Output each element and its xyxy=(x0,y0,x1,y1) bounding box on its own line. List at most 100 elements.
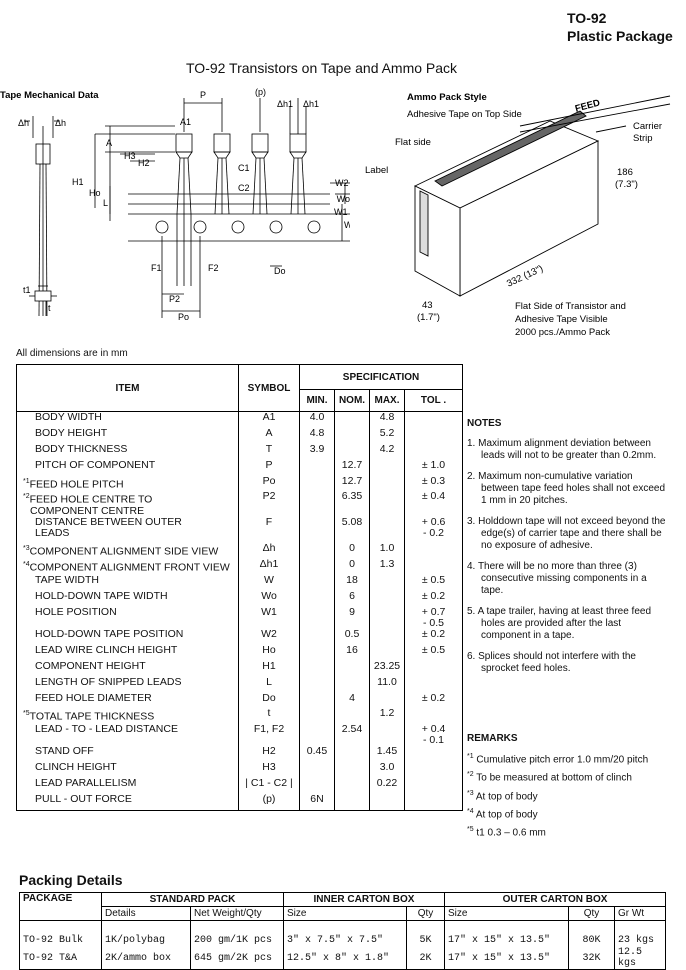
item-symbol: Δh xyxy=(238,543,300,560)
col-gross-weight: Gr Wt xyxy=(613,906,667,921)
col-min: MIN. xyxy=(299,389,335,412)
item-max xyxy=(369,629,405,645)
item-max: 1.3 xyxy=(369,559,405,576)
label-H1: H1 xyxy=(72,177,84,187)
item-name: LENGTH OF SNIPPED LEADS xyxy=(35,675,182,688)
item-nom xyxy=(334,708,370,725)
dim-186-in: (7.3") xyxy=(615,179,638,190)
item-tol: ± 0.2 xyxy=(421,590,446,603)
item-max xyxy=(369,517,405,544)
remark-text: Cumulative pitch error 1.0 mm/20 pitch xyxy=(476,754,649,766)
item-tol: ± 0.2 xyxy=(421,628,446,641)
item-nom xyxy=(334,427,370,444)
label-Do: Do xyxy=(274,266,286,276)
item-max xyxy=(369,644,405,661)
label-A1: A1 xyxy=(180,117,191,127)
item-nom: 16 xyxy=(334,644,370,661)
item-name: BODY THICKNESS xyxy=(35,442,128,455)
item-name: DISTANCE BETWEEN OUTER xyxy=(35,516,182,529)
item-min xyxy=(299,543,335,560)
label-W: W xyxy=(344,220,350,230)
item-name: BODY WIDTH xyxy=(35,411,102,423)
cell-package: TO-92 T&A xyxy=(19,947,102,970)
item-nom xyxy=(334,411,370,428)
item-symbol: W2 xyxy=(238,629,300,645)
label-F2: F2 xyxy=(208,263,219,273)
flat-side-label: Flat side xyxy=(395,137,431,148)
note-item: 2. Maximum non-cumulative variation betw… xyxy=(467,471,666,506)
item-name: TOTAL TAPE THICKNESS xyxy=(29,710,155,723)
item-nom xyxy=(334,746,370,763)
item-min: 6N xyxy=(299,793,335,811)
dimension-note: All dimensions are in mm xyxy=(16,348,128,359)
item-max xyxy=(369,607,405,630)
remark-fn: *5 xyxy=(467,826,474,834)
item-tol: ± 0.3 xyxy=(421,474,446,487)
item-name: COMPONENT HEIGHT xyxy=(35,659,146,672)
item-max xyxy=(369,491,405,518)
label-t1: t1 xyxy=(23,285,31,295)
remark-text: To be measured at bottom of clinch xyxy=(476,772,632,784)
item-min xyxy=(299,778,335,795)
note-item: 1. Maximum alignment deviation between l… xyxy=(467,438,657,461)
footnote-mark: *5 xyxy=(23,710,30,718)
ammo-pack-diagram: Ammo Pack Style Adhesive Tape on Top Sid… xyxy=(360,86,686,348)
cell-details: 2K/ammo box xyxy=(101,947,191,970)
item-symbol: F xyxy=(238,517,300,544)
item-nom: 18 xyxy=(334,575,370,592)
item-name: HOLD-DOWN TAPE WIDTH xyxy=(35,590,168,603)
col-inner-qty: Qty xyxy=(406,906,445,921)
label-dh: Δh xyxy=(18,118,29,128)
page-title: TO-92 Transistors on Tape and Ammo Pack xyxy=(186,60,458,76)
item-max: 23.25 xyxy=(369,660,405,677)
remark-text: At top of body xyxy=(475,809,538,821)
label-t: t xyxy=(48,303,51,313)
cell-outer-size: 17" x 15" x 13.5" xyxy=(444,934,569,947)
col-spec: SPECIFICATION xyxy=(298,364,464,390)
item-name: HOLE POSITION xyxy=(35,606,117,619)
remark-fn: *1 xyxy=(467,753,474,760)
cell-net-weight: 200 gm/1K pcs xyxy=(190,934,284,947)
col-outer-size: Size xyxy=(444,906,569,921)
item-max xyxy=(369,692,405,709)
cell-inner-qty: 5K xyxy=(406,934,445,947)
item-nom: 0 xyxy=(334,543,370,560)
cell-gross-weight: 12.5 kgs xyxy=(613,947,667,970)
item-tol-2: - 0.2 xyxy=(423,527,445,540)
item-name: HOLD-DOWN TAPE POSITION xyxy=(35,628,184,641)
item-max: 4.2 xyxy=(369,443,405,460)
item-name: STAND OFF xyxy=(35,745,94,758)
item-symbol: H3 xyxy=(238,762,300,779)
cell-inner-qty: 2K xyxy=(406,947,445,970)
item-nom xyxy=(334,778,370,795)
note-item: 6. Splices should not interfere with the… xyxy=(467,651,636,674)
item-tol: ± 0.5 xyxy=(421,574,446,587)
item-nom: 2.54 xyxy=(334,724,370,747)
label-Po: Po xyxy=(178,312,189,322)
tape-diagram: Tape Mechanical Data P (p) Δh1 Δh1 Δh Δh… xyxy=(0,86,350,348)
item-nom xyxy=(334,676,370,693)
label-dh2: Δh xyxy=(55,118,66,128)
label-C2: C2 xyxy=(238,183,250,193)
label-Ho: Ho xyxy=(89,188,101,198)
item-nom: 9 xyxy=(334,607,370,630)
item-min: 3.9 xyxy=(299,443,335,460)
cell-outer-qty: 32K xyxy=(568,947,615,970)
footnote-mark: *1 xyxy=(23,477,30,485)
remark-text: At top of body xyxy=(475,790,538,802)
label-L: L xyxy=(103,198,108,208)
item-symbol: A1 xyxy=(238,411,300,428)
item-min xyxy=(299,708,335,725)
item-min xyxy=(299,517,335,544)
col-outer-carton: OUTER CARTON BOX xyxy=(443,892,667,907)
item-min: 4.8 xyxy=(299,427,335,444)
